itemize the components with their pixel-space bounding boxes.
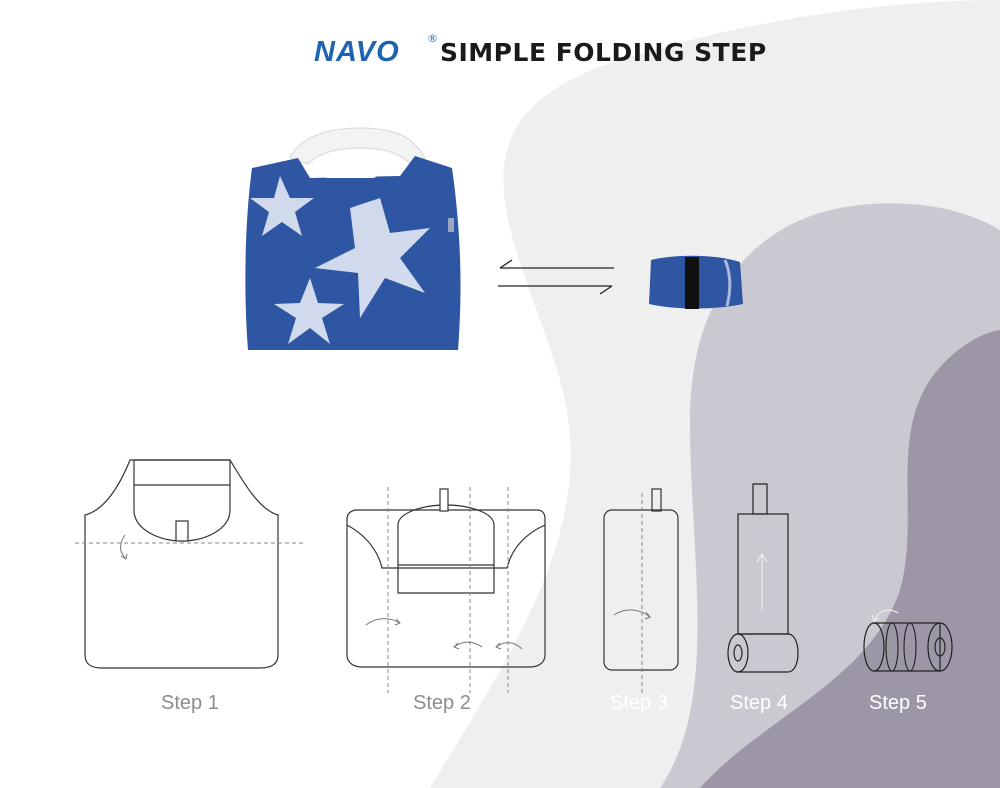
step-3-label: Step 3 xyxy=(610,692,668,714)
step-1-diagram xyxy=(75,459,305,669)
step-3-diagram xyxy=(603,488,679,693)
page-title: SIMPLE FOLDING STEP xyxy=(440,38,767,67)
step-4-diagram xyxy=(727,483,799,673)
step-2-label: Step 2 xyxy=(413,692,471,714)
bidirectional-arrows-icon xyxy=(498,259,614,295)
wave-dark xyxy=(700,330,1000,788)
step-5-diagram xyxy=(863,609,953,672)
step-1-label: Step 1 xyxy=(161,692,219,714)
step-4-label: Step 4 xyxy=(730,692,788,714)
step-5-label: Step 5 xyxy=(869,692,927,714)
navo-logo: NAVO xyxy=(314,36,400,66)
open-bag-image xyxy=(245,127,461,350)
svg-text:NAVO: NAVO xyxy=(314,36,400,66)
registered-mark: ® xyxy=(427,32,438,45)
step-2-diagram xyxy=(346,487,546,693)
folded-bag-image xyxy=(649,255,743,309)
